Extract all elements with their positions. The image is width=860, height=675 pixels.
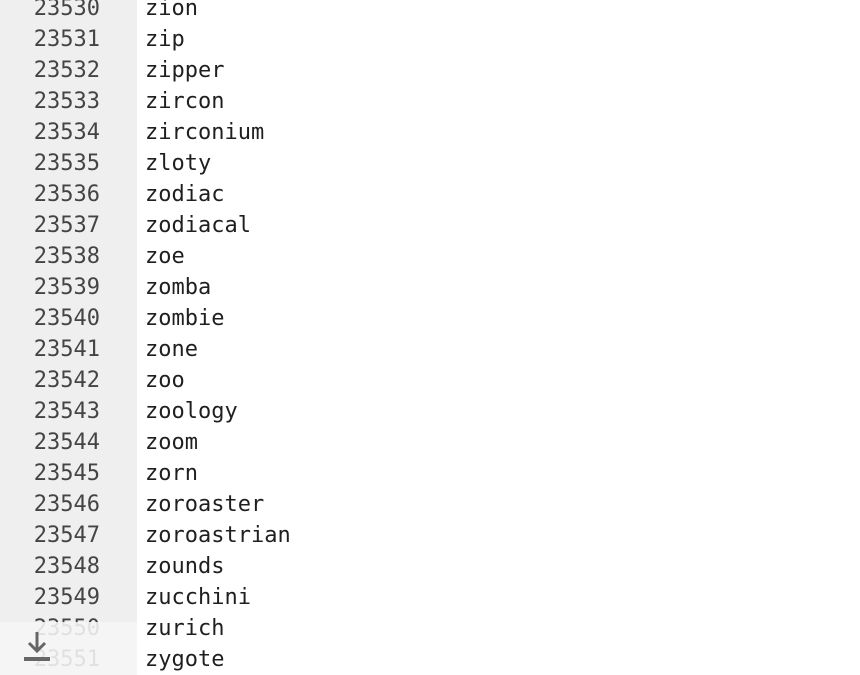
line-number: 23546 bbox=[33, 492, 100, 517]
line-number: 23530 bbox=[33, 0, 100, 21]
line-number: 23533 bbox=[33, 89, 100, 114]
line-text: zloty bbox=[145, 151, 212, 176]
file-line: 23549 zucchini bbox=[0, 582, 860, 613]
line-number-gutter bbox=[0, 0, 137, 675]
line-text: zounds bbox=[145, 554, 225, 579]
line-text: zircon bbox=[145, 89, 225, 114]
line-text: zoe bbox=[145, 244, 185, 269]
line-number: 23532 bbox=[33, 58, 100, 83]
line-number: 23535 bbox=[33, 151, 100, 176]
file-line: 23546 zoroaster bbox=[0, 489, 860, 520]
file-line: 23538 zoe bbox=[0, 241, 860, 272]
file-line: 23530 zion bbox=[0, 0, 860, 24]
file-line: 23534 zirconium bbox=[0, 117, 860, 148]
line-number: 23548 bbox=[33, 554, 100, 579]
line-text: zipper bbox=[145, 58, 225, 83]
line-number: 23534 bbox=[33, 120, 100, 145]
line-number: 23536 bbox=[33, 182, 100, 207]
line-number: 23547 bbox=[33, 523, 100, 548]
line-text: zodiacal bbox=[145, 213, 251, 238]
file-line: 23543 zoology bbox=[0, 396, 860, 427]
file-line: 23544 zoom bbox=[0, 427, 860, 458]
line-text: zucchini bbox=[145, 585, 251, 610]
file-line: 23548 zounds bbox=[0, 551, 860, 582]
file-line: 23531 zip bbox=[0, 24, 860, 55]
line-text: zone bbox=[145, 337, 198, 362]
line-text: zorn bbox=[145, 461, 198, 486]
line-text: zombie bbox=[145, 306, 225, 331]
file-line: 23533 zircon bbox=[0, 86, 860, 117]
file-line: 23532 zipper bbox=[0, 55, 860, 86]
line-text: zoo bbox=[145, 368, 185, 393]
download-button[interactable] bbox=[0, 622, 137, 675]
file-line: 23547 zoroastrian bbox=[0, 520, 860, 551]
line-number: 23549 bbox=[33, 585, 100, 610]
line-number: 23531 bbox=[33, 27, 100, 52]
file-line: 23536 zodiac bbox=[0, 179, 860, 210]
file-line: 23535 zloty bbox=[0, 148, 860, 179]
line-number: 23541 bbox=[33, 337, 100, 362]
line-text: zoroaster bbox=[145, 492, 265, 517]
line-text: zip bbox=[145, 27, 185, 52]
download-icon bbox=[24, 632, 50, 661]
line-text: zoom bbox=[145, 430, 198, 455]
line-text: zoology bbox=[145, 399, 238, 424]
line-number: 23539 bbox=[33, 275, 100, 300]
line-number: 23542 bbox=[33, 368, 100, 393]
file-line: 23541 zone bbox=[0, 334, 860, 365]
line-text: zion bbox=[145, 0, 198, 21]
line-number: 23537 bbox=[33, 213, 100, 238]
line-text: zomba bbox=[145, 275, 212, 300]
line-text: zirconium bbox=[145, 120, 265, 145]
file-line: 23545 zorn bbox=[0, 458, 860, 489]
file-line: 23537 zodiacal bbox=[0, 210, 860, 241]
file-line: 23540 zombie bbox=[0, 303, 860, 334]
line-text: zurich bbox=[145, 616, 225, 641]
line-number: 23540 bbox=[33, 306, 100, 331]
line-number: 23538 bbox=[33, 244, 100, 269]
file-line: 23539 zomba bbox=[0, 272, 860, 303]
line-number: 23545 bbox=[33, 461, 100, 486]
line-number: 23544 bbox=[33, 430, 100, 455]
line-number: 23543 bbox=[33, 399, 100, 424]
line-text: zodiac bbox=[145, 182, 225, 207]
line-text: zygote bbox=[145, 647, 225, 672]
file-line: 23542 zoo bbox=[0, 365, 860, 396]
line-text: zoroastrian bbox=[145, 523, 291, 548]
